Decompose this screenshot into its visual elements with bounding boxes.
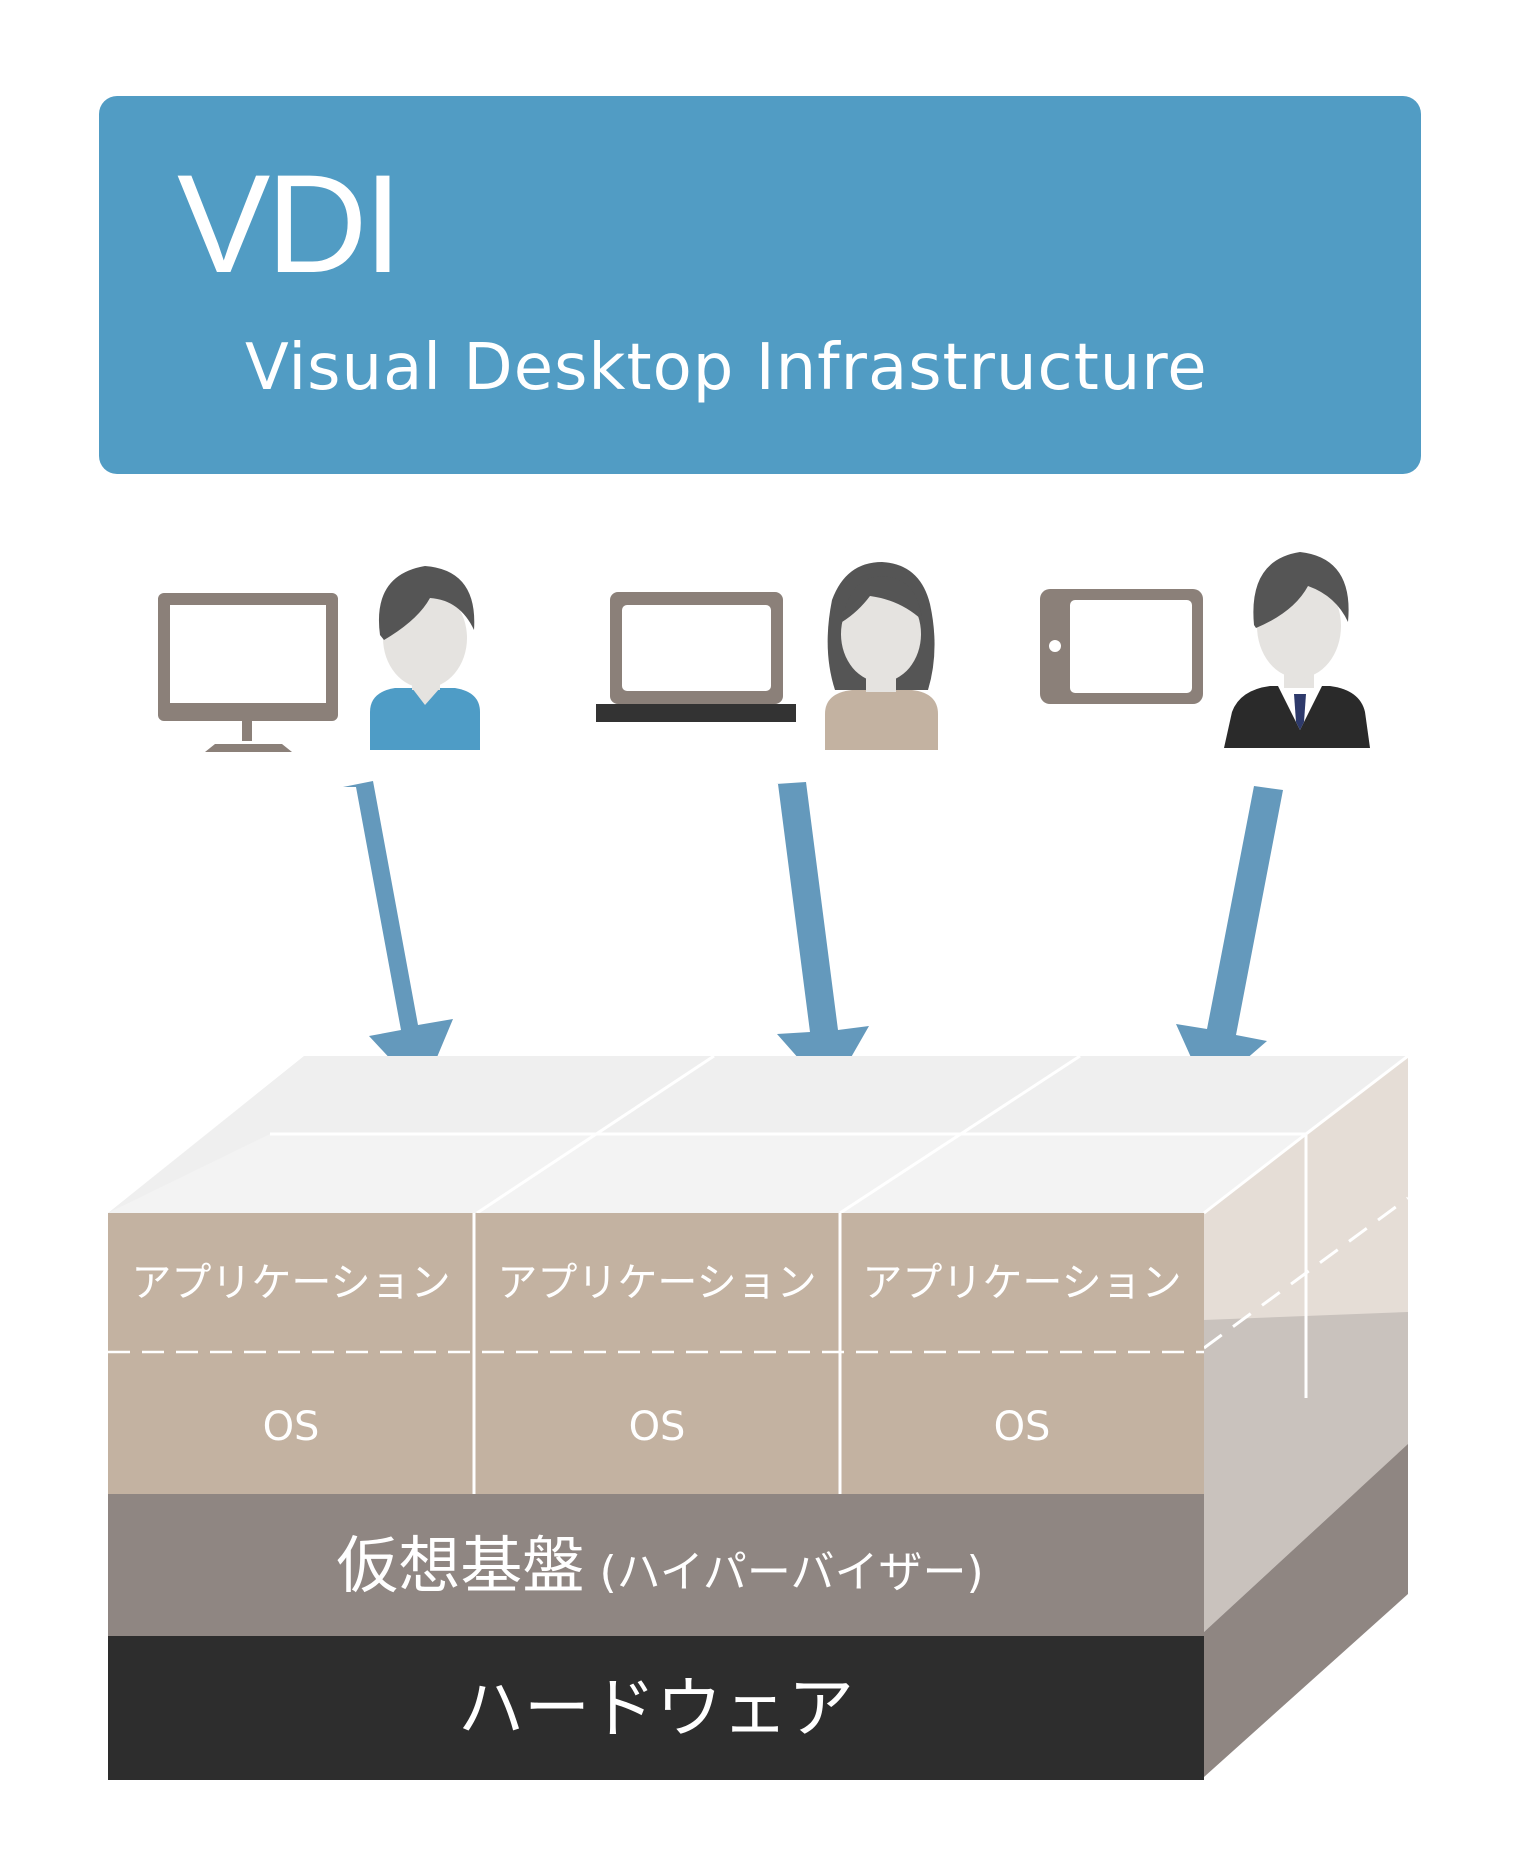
laptop-icon — [596, 592, 796, 722]
vm-layer — [108, 1213, 1204, 1494]
monitor-icon — [158, 593, 338, 752]
stack-top — [108, 1054, 1409, 1215]
arrow-client-3 — [1176, 786, 1283, 1093]
hypervisor-label-sub: (ハイパーバイザー) — [599, 1547, 983, 1598]
vdi-header-banner: VDI Visual Desktop Infrastructure — [99, 96, 1421, 474]
user-icon-male-suit — [1224, 552, 1370, 748]
user-icon-male-casual — [370, 566, 480, 750]
vm-3-os-label: OS — [994, 1404, 1051, 1450]
hypervisor-label-main: 仮想基盤 — [336, 1529, 584, 1602]
svg-text:仮想基盤 (ハイパーバイザー): 仮想基盤 (ハイパーバイザー) — [336, 1529, 983, 1602]
user-icon-female — [825, 562, 938, 750]
vm-2-os-label: OS — [629, 1404, 686, 1450]
hypervisor-layer: 仮想基盤 (ハイパーバイザー) — [108, 1494, 1204, 1636]
vm-column-3: アプリケーション OS — [862, 1260, 1181, 1450]
header-subtitle: Visual Desktop Infrastructure — [245, 331, 1208, 405]
hardware-layer: ハードウェア — [108, 1636, 1204, 1780]
vm-column-1: アプリケーション OS — [131, 1260, 450, 1450]
vm-column-2: アプリケーション OS — [497, 1260, 816, 1450]
arrow-client-2 — [776, 782, 869, 1094]
vm-2-app-label: アプリケーション — [497, 1260, 816, 1306]
vm-1-app-label: アプリケーション — [131, 1260, 450, 1306]
header-title: VDI — [177, 145, 402, 302]
vm-3-app-label: アプリケーション — [862, 1260, 1181, 1306]
arrow-client-1 — [343, 781, 453, 1093]
hardware-label: ハードウェア — [458, 1670, 854, 1747]
tablet-icon — [1040, 589, 1203, 704]
vm-1-os-label: OS — [263, 1404, 320, 1450]
